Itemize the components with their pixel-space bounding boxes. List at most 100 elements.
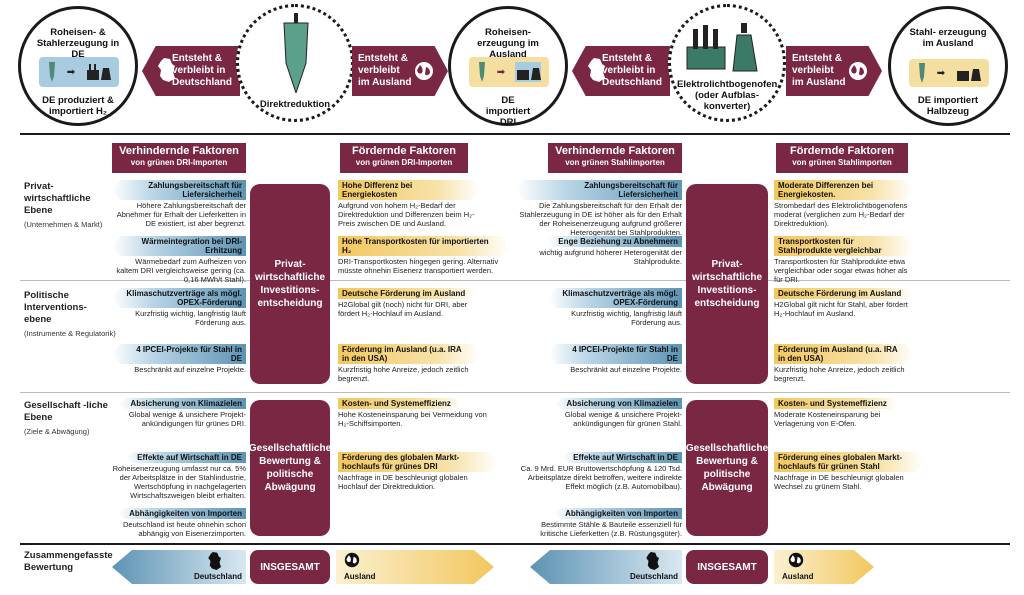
- process-strip-de: ➡: [39, 57, 119, 87]
- shaft-furnace-icon: [478, 62, 485, 82]
- arrow-stays-abroad-1-label: Entsteht & verbleibt im Ausland: [358, 53, 412, 88]
- row-label-political-sub: (Instrumente & Regulatorik): [24, 329, 116, 338]
- factor-steel-h-4: 4 IPCEI-Projekte für Stahl in DE Beschrä…: [548, 344, 682, 374]
- factor-steel-p-5-tag: Kosten- und Systemeffizienz: [774, 398, 899, 409]
- eaf-icon: [686, 23, 758, 72]
- factor-dri-h-2: Wärmeintegration bei DRI-Erhitzung Wärme…: [112, 236, 246, 284]
- factor-steel-p-2-tag: Transportkosten für Stahlprodukte vergle…: [774, 236, 914, 256]
- factor-dri-h-7: Abhängigkeiten von Importen Deutschland …: [108, 508, 246, 538]
- factor-dri-p-1: Hohe Differenz bei Energiekosten Aufgrun…: [338, 180, 480, 228]
- factor-dri-h-1-text: Höhere Zahlungsbereitschaft der Abnehmer…: [116, 201, 246, 228]
- factor-dri-h-7-tag: Abhängigkeiten von Importen: [117, 508, 246, 519]
- summary-dri-abroad-label: Ausland: [344, 572, 376, 581]
- circle-direct-reduction: Direktreduktion: [236, 4, 354, 122]
- factor-dri-p-3: Deutsche Förderung im Ausland H2Global g…: [338, 288, 480, 318]
- factor-steel-p-2-text: Transportkosten für Stahlprodukte etwa v…: [774, 257, 908, 284]
- summary-arrow-dri-de: Deutschland: [112, 550, 246, 584]
- divider-summary: [20, 543, 1010, 545]
- colhead-steel-promoting-title: Fördernde Faktoren: [790, 145, 894, 157]
- eaf-icon: [87, 64, 112, 80]
- colhead-steel-promoting: Fördernde Faktoren von grünen Stahlimpor…: [776, 143, 908, 173]
- circle-eaf: Elektrolichtbogenofen (oder Aufblas- kon…: [668, 4, 786, 122]
- factor-steel-h-2-text: wichtig aufgrund höherer Heterogenität d…: [539, 248, 682, 266]
- divider-top: [20, 133, 1010, 135]
- shaft-furnace-icon: [48, 62, 55, 82]
- center-box-private-steel: Privat- wirtschaftliche Investitions- en…: [686, 184, 768, 384]
- factor-dri-p-5-tag: Kosten- und Systemeffizienz: [338, 398, 463, 409]
- factor-steel-h-4-tag: 4 IPCEI-Projekte für Stahl in DE: [548, 344, 682, 364]
- colhead-dri-promoting-title: Fördernde Faktoren: [352, 145, 456, 157]
- factor-dri-p-1-tag: Hohe Differenz bei Energiekosten: [338, 180, 480, 200]
- factor-steel-p-6: Förderung eines globalen Markt- hochlauf…: [774, 452, 924, 491]
- row-label-political: Politische Interventions- ebene (Instrum…: [24, 290, 116, 339]
- shaft-furnace-icon: [283, 13, 309, 93]
- arrow-stays-abroad-1: Entsteht & verbleibt im Ausland: [352, 46, 448, 96]
- factor-steel-p-6-text: Nachfrage in DE beschleunigt globalen We…: [774, 473, 904, 491]
- arrow-stays-de-2-label: Entsteht & verbleibt in Deutschland: [602, 53, 663, 88]
- colhead-steel-promoting-sub: von grünen Stahlimporten: [792, 158, 892, 167]
- factor-dri-p-5: Kosten- und Systemeffizienz Hohe Kostene…: [338, 398, 488, 428]
- circle-abroad-ironmaking-title: Roheisen- erzeugung im Ausland: [477, 27, 539, 60]
- factor-steel-p-5: Kosten- und Systemeffizienz Moderate Kos…: [774, 398, 914, 428]
- colhead-dri-hindering: Verhindernde Faktoren von grünen DRI-Imp…: [112, 143, 246, 173]
- factor-steel-h-1: Zahlungsbereitschaft für Liefersicherhei…: [516, 180, 682, 237]
- summary-insgesamt-steel-label: INSGESAMT: [697, 561, 757, 573]
- arrow-icon: ➡: [936, 67, 946, 79]
- factor-dri-h-1: Zahlungsbereitschaft für Liefersicherhei…: [112, 180, 246, 228]
- factor-steel-p-6-tag: Förderung eines globalen Markt- hochlauf…: [774, 452, 924, 472]
- factor-dri-p-2: Hohe Transportkosten für importierten H₂…: [338, 236, 510, 275]
- factor-dri-p-6: Förderung des globalen Markt- hochlaufs …: [338, 452, 498, 491]
- factor-dri-p-4-text: Kurzfristig hohe Anreize, jedoch zeitlic…: [338, 365, 469, 383]
- factor-dri-p-6-tag: Förderung des globalen Markt- hochlaufs …: [338, 452, 498, 472]
- center-box-social-steel: Gesellschaftliche Bewertung & politische…: [686, 400, 768, 536]
- circle-abroad-steelmaking-caption: DE importiert Halbzeug: [917, 95, 979, 117]
- factor-steel-h-3-text: Kurzfristig wichtig, langfristig läuft F…: [571, 309, 682, 327]
- factor-dri-p-4-tag: Förderung im Ausland (u.a. IRA in den US…: [338, 344, 480, 364]
- arrow-stays-abroad-2: Entsteht & verbleibt im Ausland: [786, 46, 882, 96]
- colhead-dri-promoting: Fördernde Faktoren von grünen DRI-Import…: [340, 143, 468, 173]
- factor-steel-h-4-text: Beschränkt auf einzelne Projekte.: [570, 365, 682, 374]
- circle-de-production: Roheisen- & Stahlerzeugung in DE ➡ DE pr…: [18, 6, 138, 126]
- factor-steel-p-1: Moderate Differenzen bei Energiekosten. …: [774, 180, 914, 228]
- factor-dri-p-4: Förderung im Ausland (u.a. IRA in den US…: [338, 344, 480, 383]
- center-box-social-steel-label: Gesellschaftliche Bewertung & politische…: [685, 443, 769, 493]
- factor-steel-h-1-tag: Zahlungsbereitschaft für Liefersicherhei…: [516, 180, 682, 200]
- arrow-stays-de-2: Entsteht & verbleibt in Deutschland: [572, 46, 670, 96]
- factor-dri-p-3-text: H2Global gilt (noch) nicht für DRI, aber…: [338, 300, 468, 318]
- factor-steel-h-5-text: Global wenige & unsichere Projekt- ankün…: [564, 410, 682, 428]
- factor-steel-p-3-tag: Deutsche Förderung im Ausland: [774, 288, 913, 299]
- factor-steel-p-3-text: H2Global gilt nicht für Stahl, aber förd…: [774, 300, 908, 318]
- factor-dri-h-6-tag: Effekte auf Wirtschaft in DE: [125, 452, 246, 463]
- factor-dri-h-4-text: Beschränkt auf einzelne Projekte.: [134, 365, 246, 374]
- factor-dri-h-3: Klimaschutzverträge als mögl. OPEX-Förde…: [112, 288, 246, 327]
- arrow-stays-de-1: Entsteht & verbleibt in Deutschland: [142, 46, 240, 96]
- factor-dri-p-3-tag: Deutsche Förderung im Ausland: [338, 288, 477, 299]
- eaf-icon: [957, 69, 982, 81]
- process-strip-abroad-steel: ➡: [909, 59, 989, 87]
- colhead-dri-hindering-title: Verhindernde Faktoren: [119, 145, 239, 157]
- factor-steel-p-4-text: Kurzfristig hohe Anreize, jedoch zeitlic…: [774, 365, 905, 383]
- arrow-stays-de-1-label: Entsteht & verbleibt in Deutschland: [172, 53, 233, 88]
- summary-steel-abroad-label: Ausland: [782, 572, 814, 581]
- circle-eaf-caption: Elektrolichtbogenofen (oder Aufblas- kon…: [677, 79, 778, 112]
- arrow-icon: ➡: [496, 66, 506, 78]
- divider-row2: [20, 392, 1010, 393]
- factor-dri-h-3-text: Kurzfristig wichtig, langfristig läuft F…: [135, 309, 246, 327]
- colhead-dri-promoting-sub: von grünen DRI-Importen: [355, 158, 453, 167]
- globe-icon: [344, 552, 360, 568]
- factor-dri-h-3-tag: Klimaschutzverträge als mögl. OPEX-Förde…: [112, 288, 246, 308]
- factor-steel-h-2-tag: Enge Beziehung zu Abnehmern: [546, 236, 682, 247]
- factor-dri-p-2-tag: Hohe Transportkosten für importierten H₂: [338, 236, 510, 256]
- circle-de-production-title: Roheisen- & Stahlerzeugung in DE: [36, 27, 120, 60]
- factor-dri-h-2-tag: Wärmeintegration bei DRI-Erhitzung: [112, 236, 246, 256]
- factor-dri-h-7-text: Deutschland ist heute ohnehin schon abhä…: [122, 520, 246, 538]
- factor-steel-h-6-tag: Effekte auf Wirtschaft in DE: [561, 452, 682, 463]
- factor-dri-h-6: Effekte auf Wirtschaft in DE Roheisenerz…: [108, 452, 246, 500]
- factor-dri-h-1-tag: Zahlungsbereitschaft für Liefersicherhei…: [112, 180, 246, 200]
- factor-steel-p-4: Förderung im Ausland (u.a. IRA in den US…: [774, 344, 914, 383]
- factor-steel-h-2: Enge Beziehung zu Abnehmern wichtig aufg…: [530, 236, 682, 266]
- factor-steel-p-4-tag: Förderung im Ausland (u.a. IRA in den US…: [774, 344, 914, 364]
- factor-dri-p-5-text: Hohe Kosteneinsparung bei Vermeidung von…: [338, 410, 487, 428]
- summary-insgesamt-dri-label: INSGESAMT: [260, 561, 320, 573]
- factor-dri-p-1-text: Aufgrund von hohem H₂-Bedarf der Direktr…: [338, 201, 475, 228]
